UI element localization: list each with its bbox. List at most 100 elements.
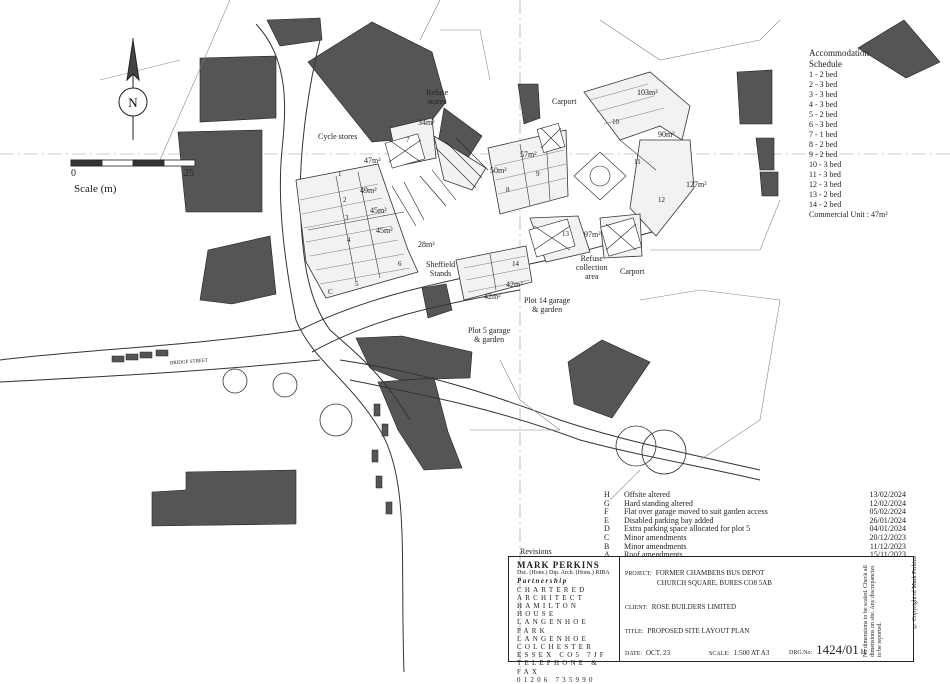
revision-description: Extra parking space allocated for plot 5 bbox=[624, 524, 751, 534]
area-label: 127m² bbox=[686, 180, 707, 189]
revision-description: Minor amendments bbox=[624, 532, 687, 542]
drg-value: 1424/01 bbox=[816, 642, 859, 657]
plot-number: 9 bbox=[536, 170, 540, 178]
project-row: PROJECT:FORMER CHAMBERS BUS DEPOT bbox=[625, 569, 764, 577]
project-line2: CHURCH SQUARE, BURES CO8 5AB bbox=[657, 579, 772, 587]
revision-letter: H bbox=[604, 490, 610, 499]
roof-crosses bbox=[384, 123, 642, 258]
firm-line: ARCHITECT bbox=[517, 593, 586, 602]
scale-label: Scale (m) bbox=[74, 183, 117, 195]
boundary-lines bbox=[99, 0, 781, 501]
firm-line: 01206 735990 bbox=[517, 675, 596, 684]
schedule-item: 2 - 3 bed bbox=[809, 80, 838, 89]
date-key: DATE: bbox=[625, 651, 642, 657]
revision-letter: G bbox=[604, 498, 610, 508]
firm-details: MARK PERKINS Dsc. (Hons.) Dip. Arch. (Ho… bbox=[517, 560, 615, 684]
area-label: 42m² bbox=[484, 292, 501, 301]
plot-number: 4 bbox=[347, 236, 351, 244]
scale-key: SCALE: bbox=[709, 651, 730, 657]
plot-number: 13 bbox=[562, 230, 569, 238]
revision-description: Hard standing altered bbox=[624, 498, 693, 508]
revision-row: D Extra parking space allocated for plot … bbox=[604, 525, 906, 534]
label-refuse-stores: Refuse stores bbox=[426, 88, 449, 106]
plot-number: 10 bbox=[612, 118, 619, 126]
revision-description: Flat over garage moved to suit garden ac… bbox=[624, 507, 768, 517]
label-cycle-stores: Cycle stores bbox=[318, 132, 358, 141]
parked-cars bbox=[111, 349, 393, 515]
area-label: 49m² bbox=[360, 186, 377, 195]
title-block: MARK PERKINS Dsc. (Hons.) Dip. Arch. (Ho… bbox=[508, 556, 914, 684]
revision-date: 13/02/2024 bbox=[869, 490, 906, 499]
copyright: © Copyright of Mark Perkins bbox=[912, 556, 918, 629]
client-value: ROSE BUILDERS LIMITED bbox=[651, 603, 737, 611]
parking-bays bbox=[391, 137, 489, 227]
firm-line: TELEPHONE & FAX bbox=[517, 659, 600, 676]
firm-name: MARK PERKINS bbox=[517, 560, 600, 570]
north-label: N bbox=[128, 95, 138, 110]
revision-letter: F bbox=[604, 507, 609, 517]
revisions-title: Revisions bbox=[520, 547, 552, 556]
firm-line: LANGENHOE bbox=[517, 634, 589, 643]
area-label: 42m² bbox=[506, 280, 523, 289]
schedule-item: 11 - 3 bed bbox=[809, 170, 841, 179]
schedule-item: 14 - 2 bed bbox=[809, 200, 842, 209]
drg-rev: H bbox=[860, 648, 866, 656]
title-value: PROPOSED SITE LAYOUT PLAN bbox=[647, 627, 750, 635]
plot-number: 6 bbox=[398, 260, 402, 268]
area-label: 28m² bbox=[418, 240, 435, 249]
revision-description: Roof amendments bbox=[624, 550, 683, 560]
revision-letter: E bbox=[604, 515, 609, 525]
schedule-item: Commercial Unit : 47m² bbox=[809, 210, 888, 219]
revision-description: Disabled parking bay added bbox=[624, 515, 714, 525]
area-label: 57m² bbox=[520, 150, 537, 159]
label-carport-top: Carport bbox=[552, 97, 577, 106]
label-refuse-collection: Refuse collection area bbox=[576, 254, 608, 281]
area-label: 97m² bbox=[584, 230, 601, 239]
schedule-item: 10 - 3 bed bbox=[809, 160, 842, 169]
firm-line: HAMILTON HOUSE bbox=[517, 602, 580, 619]
revision-date: 11/12/2023 bbox=[869, 541, 906, 551]
trees bbox=[222, 368, 687, 475]
schedule-item: 5 - 2 bed bbox=[809, 110, 838, 119]
revision-date: 20/12/2023 bbox=[869, 532, 906, 542]
label-plot5-garage: Plot 5 garage & garden bbox=[468, 326, 511, 344]
firm-line: COLCHESTER bbox=[517, 643, 595, 652]
plot-number: 3 bbox=[345, 214, 349, 222]
firm-line: CHARTERED bbox=[517, 585, 588, 594]
drawing-note: No dimensions to be scaled. Check all di… bbox=[863, 565, 883, 657]
schedule-item: 12 - 3 bed bbox=[809, 180, 842, 189]
schedule-item: 4 - 3 bed bbox=[809, 100, 838, 109]
scale-value: 1:500 AT A3 bbox=[733, 649, 770, 657]
area-label: 47m² bbox=[364, 156, 381, 165]
revision-row: E Disabled parking bay added 26/01/2024 bbox=[604, 515, 906, 526]
schedule-title: Accommodation Schedule bbox=[809, 48, 869, 69]
scale-bar bbox=[70, 159, 196, 167]
revision-letter: D bbox=[604, 524, 610, 534]
north-arrow bbox=[118, 38, 148, 140]
plot-number: C bbox=[328, 288, 333, 296]
revision-date: 15/11/2023 bbox=[869, 550, 906, 560]
revision-date: 26/01/2024 bbox=[869, 515, 906, 525]
plot-number: 14 bbox=[512, 260, 519, 268]
plot-number: 5 bbox=[355, 280, 359, 288]
schedule-item: 3 - 3 bed bbox=[809, 90, 838, 99]
firm-line: LANGENHOE PARK bbox=[517, 618, 589, 635]
plot-number: 12 bbox=[658, 196, 665, 204]
date-value: OCT. 23 bbox=[646, 649, 670, 657]
revision-letter: B bbox=[604, 541, 610, 551]
schedule-item: 6 - 3 bed bbox=[809, 120, 838, 129]
label-carport-bottom: Carport bbox=[620, 267, 645, 276]
neighbouring-buildings bbox=[151, 17, 941, 527]
project-line1: FORMER CHAMBERS BUS DEPOT bbox=[655, 569, 765, 577]
plot-number: 2 bbox=[343, 196, 347, 204]
schedule-item: 8 - 2 bed bbox=[809, 140, 838, 149]
